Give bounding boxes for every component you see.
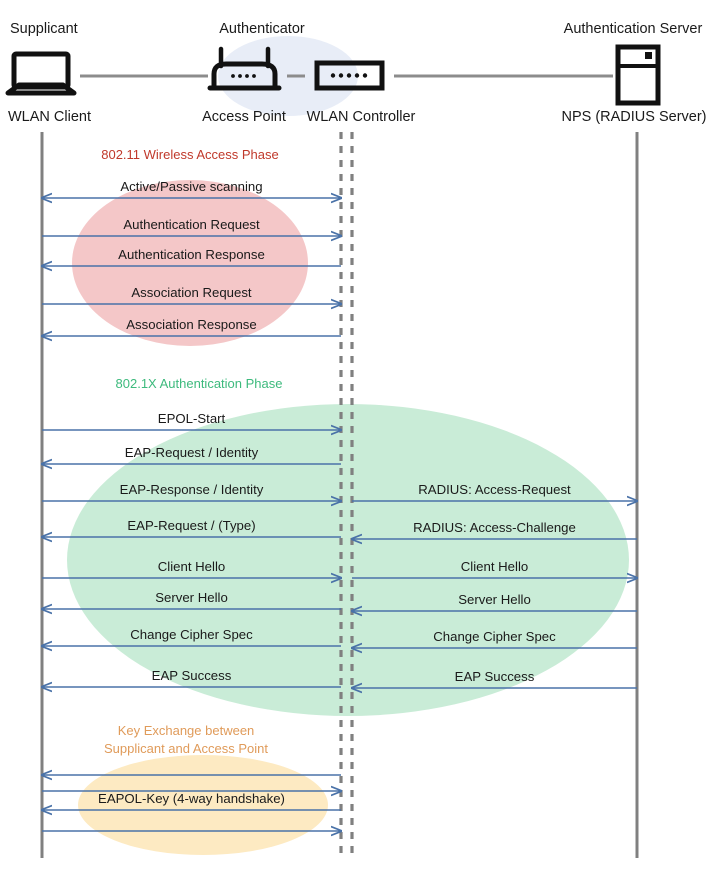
message-row: Authentication Response <box>42 247 341 266</box>
message-label-right-0: RADIUS: Access-Request <box>418 482 571 497</box>
controller-box-icon <box>314 60 385 91</box>
actor-role-authenticator: Authenticator <box>219 21 305 37</box>
message-label-left-0: Active/Passive scanning <box>120 179 262 194</box>
message-label-left-15: EAPOL-Key (4-way handshake) <box>98 791 285 806</box>
message-label-left-10: Server Hello <box>155 590 228 605</box>
phase-label-phase-80211: 802.11 Wireless Access Phase <box>101 147 279 162</box>
message-label-right-2: Client Hello <box>461 559 528 574</box>
message-label-left-2: Authentication Response <box>118 247 265 262</box>
message-row: EPOL-Start <box>42 411 341 430</box>
laptop-icon <box>5 51 77 96</box>
message-label-right-4: Change Cipher Spec <box>433 629 556 644</box>
phase-region-phase-key-exchange <box>78 755 328 855</box>
message-label-left-3: Association Request <box>131 285 252 300</box>
message-label-left-6: EAP-Request / Identity <box>125 445 259 460</box>
actor-device-wlan-client: WLAN Client <box>8 109 91 125</box>
message-row: EAP-Request / (Type) <box>42 518 341 537</box>
message-label-left-7: EAP-Response / Identity <box>120 482 264 497</box>
actor-role-authentication-server: Authentication Server <box>564 21 703 37</box>
phase-region-phase-8021x <box>67 404 629 716</box>
phase-labels-layer: 802.11 Wireless Access Phase 802.1X Authe… <box>101 147 282 756</box>
wireless-router-icon <box>207 46 282 91</box>
message-row: Association Request <box>42 285 341 304</box>
message-row: Client Hello <box>352 559 637 578</box>
message-row: EAPOL-Key (4-way handshake) <box>42 791 341 810</box>
message-label-left-12: EAP Success <box>152 668 232 683</box>
message-label-right-5: EAP Success <box>455 669 535 684</box>
message-row: Change Cipher Spec <box>352 629 637 648</box>
message-row: RADIUS: Access-Request <box>352 482 637 501</box>
actor-device-access-point: Access Point <box>202 109 286 125</box>
message-label-right-1: RADIUS: Access-Challenge <box>413 520 576 535</box>
message-row: RADIUS: Access-Challenge <box>352 520 637 539</box>
server-tower-icon <box>615 44 661 106</box>
message-label-left-8: EAP-Request / (Type) <box>127 518 255 533</box>
message-label-left-9: Client Hello <box>158 559 225 574</box>
phase-label-phase-8021x: 802.1X Authentication Phase <box>116 376 283 391</box>
message-row: EAP-Request / Identity <box>42 445 341 464</box>
actor-role-supplicant: Supplicant <box>10 21 78 37</box>
actor-device-nps-radius-server: NPS (RADIUS Server) <box>561 109 706 125</box>
message-row: Authentication Request <box>42 217 341 236</box>
message-row: Change Cipher Spec <box>42 627 341 646</box>
message-row: Active/Passive scanning <box>42 179 341 198</box>
message-row: Server Hello <box>42 590 341 609</box>
lifelines-layer <box>40 132 639 858</box>
message-row: Client Hello <box>42 559 341 578</box>
message-row: EAP Success <box>42 668 341 687</box>
message-label-left-11: Change Cipher Spec <box>130 627 253 642</box>
message-label-left-1: Authentication Request <box>123 217 260 232</box>
message-row: Server Hello <box>352 592 637 611</box>
actor-device-wlan-controller: WLAN Controller <box>307 109 416 125</box>
message-row: Association Response <box>42 317 341 336</box>
message-label-left-5: EPOL-Start <box>158 411 226 426</box>
message-row: EAP Success <box>352 669 637 688</box>
message-label-left-4: Association Response <box>126 317 256 332</box>
message-row: EAP-Response / Identity <box>42 482 341 501</box>
message-label-right-3: Server Hello <box>458 592 531 607</box>
